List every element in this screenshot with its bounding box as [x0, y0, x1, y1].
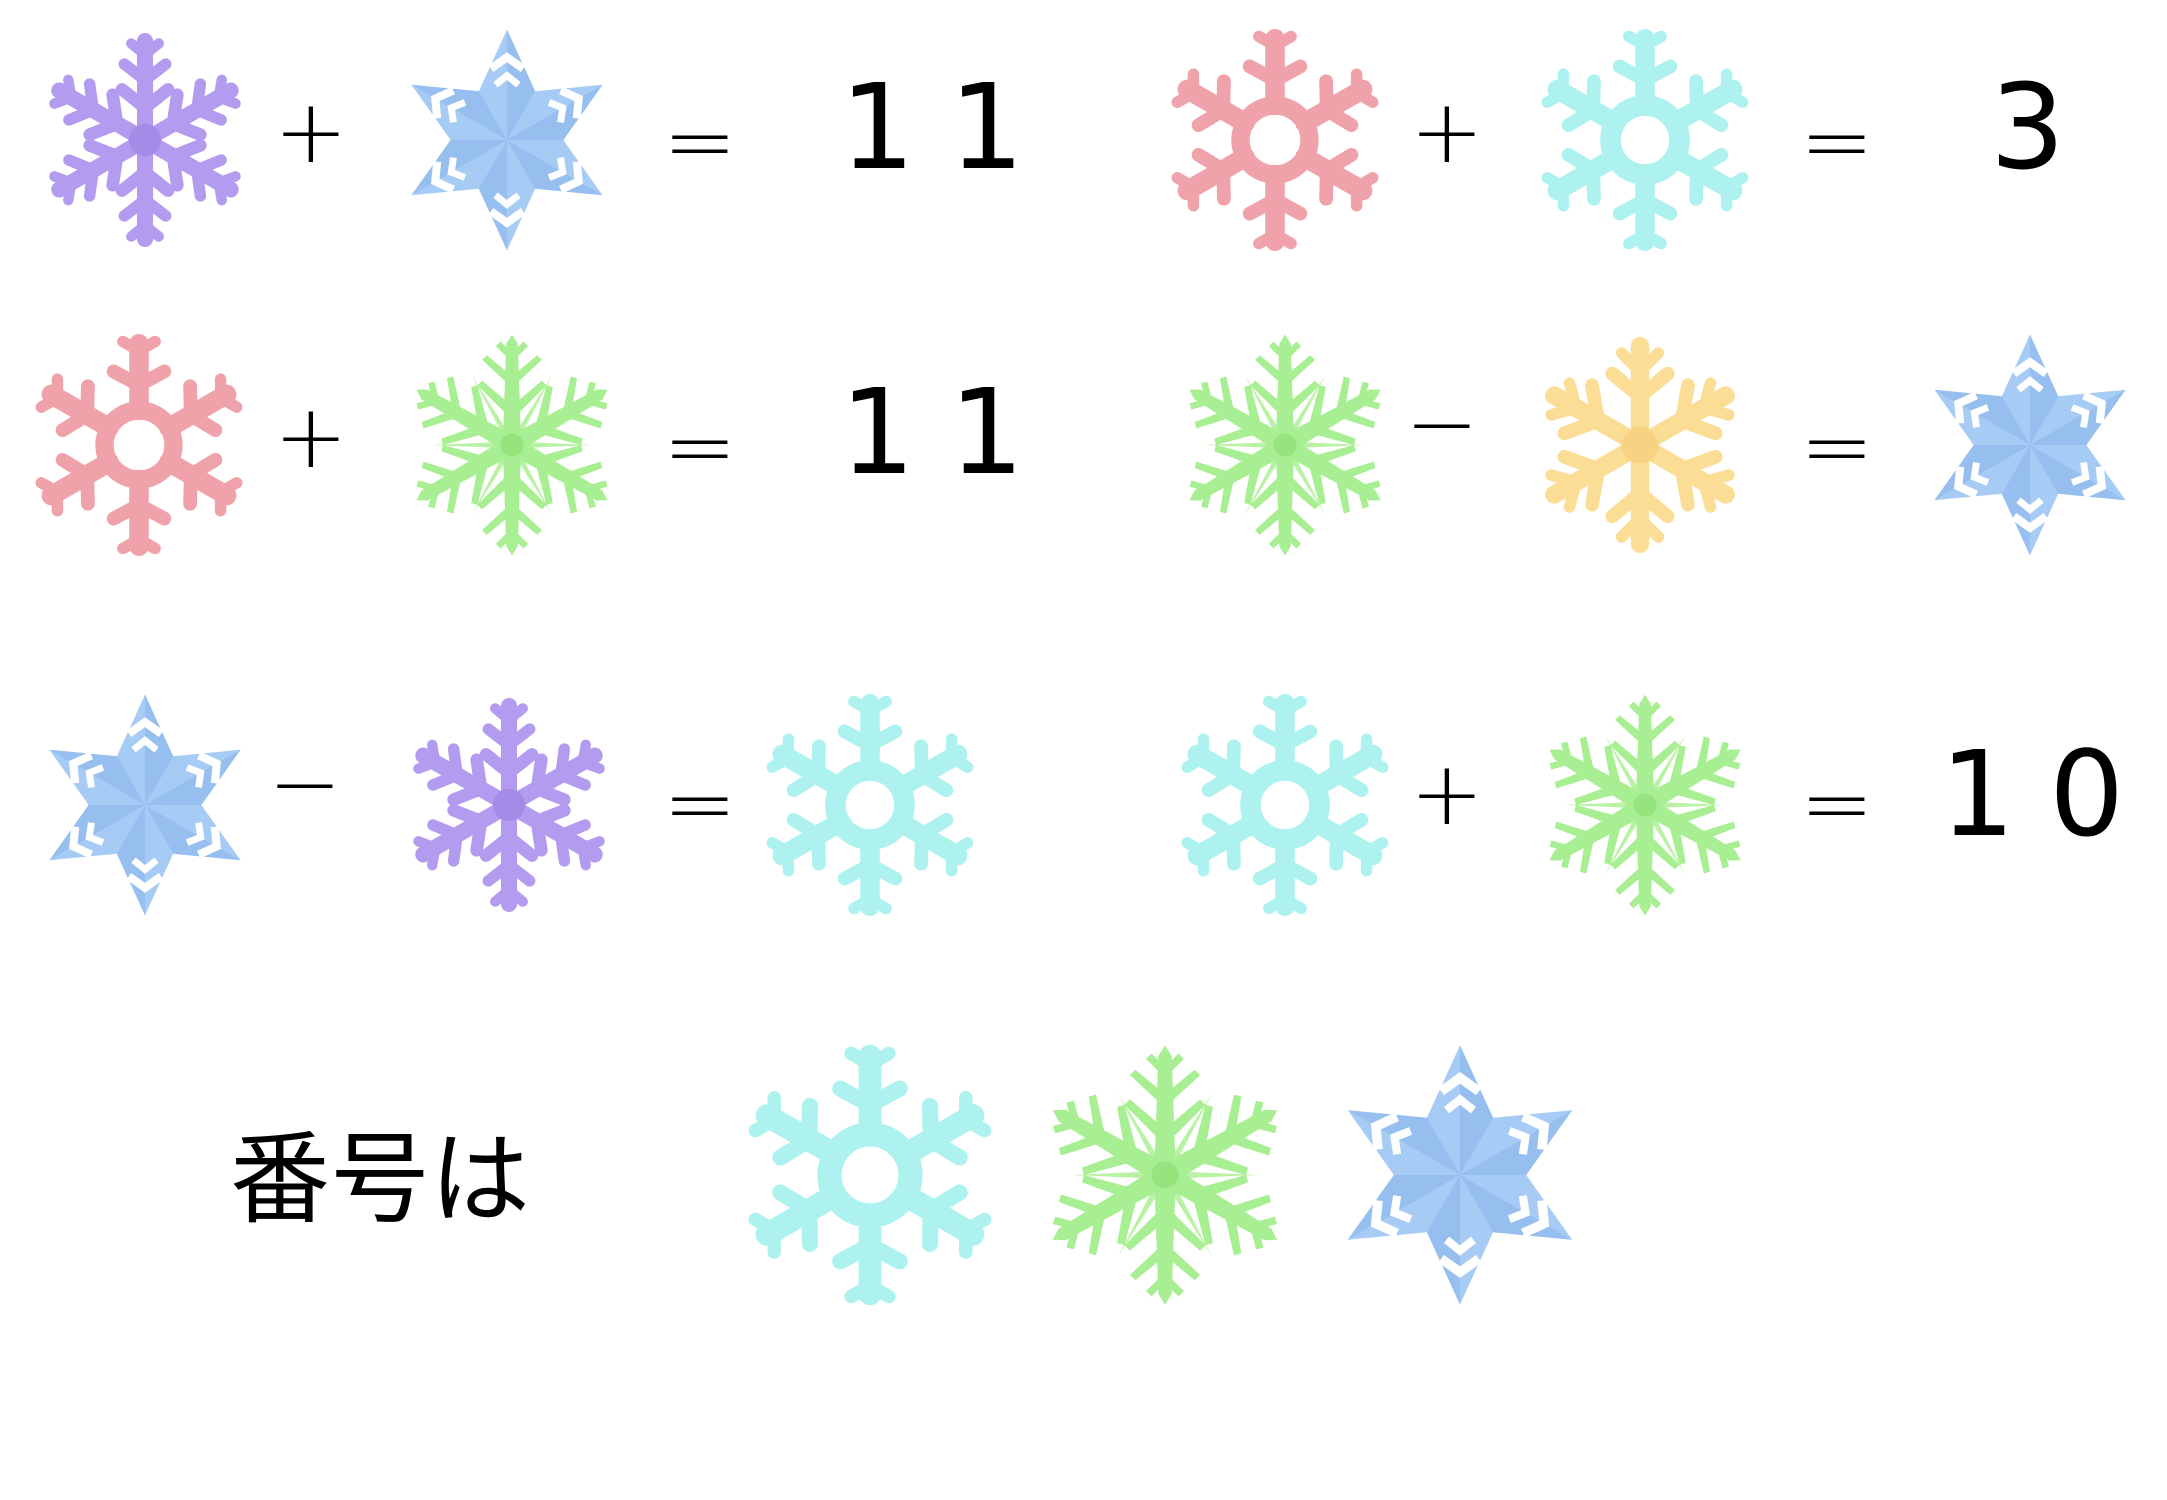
plus-sign: +	[1410, 742, 1484, 845]
result-number: 10	[1940, 725, 2159, 863]
equals-sign: =	[663, 395, 737, 498]
minus-sign: −	[1405, 372, 1479, 475]
blue-star-flake-icon	[1325, 1025, 1595, 1325]
cyan-flake-icon	[1170, 680, 1400, 930]
yellow-flake-icon	[1525, 320, 1755, 570]
result-number: 3	[1990, 58, 2100, 196]
equals-sign: =	[1800, 395, 1874, 498]
result-number: 11	[840, 363, 1059, 501]
answer-label: 番号は	[230, 1121, 530, 1238]
equals-sign: =	[663, 752, 737, 855]
green-flake-icon	[1170, 320, 1400, 570]
cyan-flake-icon	[735, 1025, 1005, 1325]
cyan-flake-icon	[1530, 15, 1760, 265]
plus-sign: +	[274, 385, 348, 488]
purple-flake-icon	[394, 680, 624, 930]
pink-flake-icon	[1160, 15, 1390, 265]
equals-sign: =	[1800, 752, 1874, 855]
cyan-flake-icon	[755, 680, 985, 930]
purple-flake-icon	[30, 15, 260, 265]
blue-star-flake-icon	[1915, 320, 2145, 570]
equals-sign: =	[1800, 90, 1874, 193]
blue-star-flake-icon	[392, 15, 622, 265]
result-number: 11	[840, 58, 1059, 196]
pink-flake-icon	[24, 320, 254, 570]
equals-sign: =	[663, 90, 737, 193]
minus-sign: −	[268, 732, 342, 835]
plus-sign: +	[1410, 80, 1484, 183]
plus-sign: +	[274, 80, 348, 183]
green-flake-icon	[397, 320, 627, 570]
green-flake-icon	[1530, 680, 1760, 930]
blue-star-flake-icon	[30, 680, 260, 930]
green-flake-icon	[1030, 1025, 1300, 1325]
